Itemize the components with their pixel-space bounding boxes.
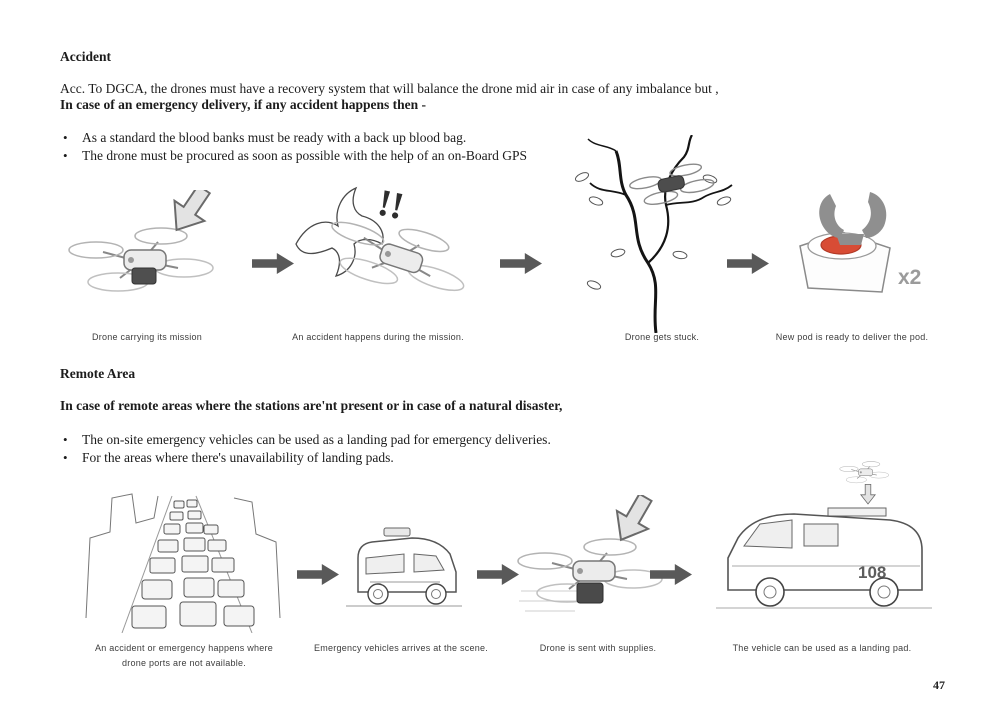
panel-caption: Drone gets stuck. [624,332,700,342]
collision-illustration: !! [295,182,473,310]
remote-bullets: The on-site emergency vehicles can be us… [60,431,760,466]
multiplier-label: x2 [898,266,922,289]
flow-arrow-icon [727,253,769,274]
accident-heading: Accident [60,49,111,64]
accident-bullets: As a standard the blood banks must be re… [60,129,760,164]
accident-intro-line2: In case of an emergency delivery, if any… [60,97,426,112]
panel-caption: The vehicle can be used as a landing pad… [732,643,912,653]
panel-caption: New pod is ready to deliver the pod. [775,332,929,342]
alert-marks-label: !! [374,182,407,228]
page-number: 47 [933,678,945,692]
panel-caption: Emergency vehicles arrives at the scene. [313,643,489,653]
bullet-item: As a standard the blood banks must be re… [60,129,760,147]
drone-stuck-tree-illustration [574,135,733,333]
traffic-jam-illustration [85,493,281,633]
emergency-vehicle-illustration [346,527,462,607]
drone-supplies-illustration [517,495,663,612]
panel-caption: Drone carrying its mission [91,332,203,342]
flow-arrow-icon [500,253,542,274]
accident-intro-line1: Acc. To DGCA, the drones must have a rec… [60,81,719,96]
flow-arrow-icon [650,564,692,585]
drone-mission-illustration [68,190,220,292]
vehicle-number-label: 108 [858,563,886,582]
flow-arrow-icon [297,564,339,585]
panel-caption: An accident or emergency happens where d… [94,643,274,668]
bullet-item: The on-site emergency vehicles can be us… [60,431,760,449]
panel-caption: Drone is sent with supplies. [539,643,657,653]
bullet-item: For the areas where there's unavailabili… [60,449,760,467]
pod-replacement-illustration [799,192,891,293]
remote-area-heading: Remote Area [60,366,136,381]
panel-caption: An accident happens during the mission. [292,332,464,342]
bullet-item: The drone must be procured as soon as po… [60,147,760,165]
flow-arrow-icon [477,564,519,585]
remote-area-intro: In case of remote areas where the statio… [60,398,563,413]
van-landing-pad-illustration: 108 [716,461,932,609]
